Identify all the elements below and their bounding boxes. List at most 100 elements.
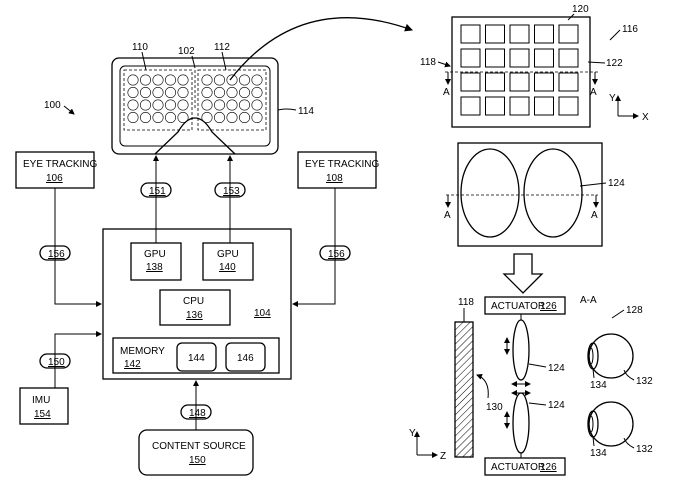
axis-z-label-bottom: Z [440, 451, 446, 462]
pixel-dot [165, 74, 177, 86]
eye-bottom [587, 401, 634, 447]
ref-134-top: 134 [590, 380, 607, 391]
leader-132-top [623, 369, 635, 381]
pixel-dot [152, 87, 164, 99]
pixel-dot [140, 112, 152, 124]
pixel-dot [177, 74, 189, 86]
leader-112 [221, 51, 227, 71]
section-aa-label: A-A [580, 295, 597, 306]
lens-right [523, 148, 583, 238]
ref-118-side: 118 [458, 297, 474, 308]
side-lens-bottom [512, 392, 530, 454]
actuator-bottom-label: ACTUATOR [491, 462, 545, 473]
processor-box [102, 228, 292, 380]
gpu-right-label: GPU [217, 249, 239, 260]
pixel-dot [239, 87, 251, 99]
eye-tracking-right-box: EYE TRACKING 108 [297, 151, 379, 189]
leader-128 [611, 309, 625, 319]
pixel-dot [214, 112, 226, 124]
pixel-dot [201, 112, 213, 124]
ref-124-lenses: 124 [608, 178, 625, 189]
nose-cutout [154, 117, 236, 155]
link-156-right-label: 156 [328, 249, 345, 260]
ref-122: 122 [606, 58, 623, 69]
pixel-dot [177, 87, 189, 99]
display-panel-section [454, 321, 474, 458]
ref-118: 118 [420, 57, 436, 68]
ref-130: 130 [486, 402, 503, 413]
leader-110 [141, 51, 147, 71]
pixel-dot [152, 99, 164, 111]
ref-124-side-bottom: 124 [548, 400, 565, 411]
pixel-dot [127, 74, 139, 86]
pixel-dot [214, 87, 226, 99]
pixel-dot [127, 87, 139, 99]
axis-x-label-top: X [642, 112, 649, 123]
pixel-dot [201, 87, 213, 99]
cpu-ref: 136 [186, 310, 203, 321]
pixel-dot [165, 112, 177, 124]
eye-tracking-right-ref: 108 [326, 173, 343, 184]
gpu-left-box: GPU 138 [130, 242, 182, 281]
lens-array-cell [460, 72, 481, 92]
memory-block-146-ref: 146 [237, 353, 254, 364]
leader-124-side-bottom [528, 402, 547, 406]
memory-box: MEMORY 142 144 146 [112, 337, 280, 374]
imu-ref: 154 [34, 409, 51, 420]
lens-array-cell [534, 24, 554, 44]
leader-102 [191, 55, 196, 69]
pixel-dot [226, 112, 238, 124]
lens-array-cell [485, 48, 505, 68]
leader-134-bottom [592, 436, 595, 447]
left-pixel-grid [127, 74, 189, 124]
leader-124-lenses [579, 182, 607, 187]
lens-array-cell [485, 72, 505, 92]
cpu-label: CPU [183, 296, 204, 307]
actuator-bottom-ref: 126 [540, 462, 557, 473]
lenses-section-a-right: A [591, 210, 598, 221]
right-pixel-grid [201, 74, 263, 124]
side-lens-top [512, 319, 530, 381]
display-assembly [111, 57, 279, 155]
lens-array-cell [460, 24, 481, 44]
lens-array-cell [534, 72, 554, 92]
ref-110: 110 [132, 42, 148, 53]
actuator-bottom-box: ACTUATOR 126 [484, 457, 566, 476]
lens-array-cell [558, 24, 579, 44]
down-block-arrow [502, 253, 544, 294]
imu-box: IMU 154 [19, 387, 69, 425]
left-display-panel [123, 69, 193, 131]
lens-array-cell [485, 96, 505, 116]
pixel-dot [152, 74, 164, 86]
zoom-arrow [229, 17, 413, 81]
axis-y-label-bottom: Y [409, 428, 416, 439]
lens-array-cells [460, 24, 579, 116]
lens-array-cell [485, 24, 505, 44]
link-151-label: 151 [149, 186, 166, 197]
lens-array-cell [509, 96, 530, 116]
pixel-dot [177, 99, 189, 111]
actuator-top-label: ACTUATOR [491, 301, 545, 312]
ref-116: 116 [622, 24, 638, 35]
pixel-dot [226, 74, 238, 86]
section-a-right: A [590, 87, 597, 98]
eye-tracking-left-box: EYE TRACKING 106 [15, 151, 97, 189]
connector-eye-right [292, 188, 336, 307]
leader-100 [63, 105, 75, 115]
leader-114 [277, 108, 297, 111]
lens-array-cell [460, 48, 481, 68]
pixel-dot [177, 112, 189, 124]
pixel-dot [152, 112, 164, 124]
content-source-ref: 150 [189, 455, 206, 466]
memory-block-144 [176, 342, 217, 372]
memory-ref: 142 [124, 359, 141, 370]
leader-116 [609, 29, 621, 41]
pixel-dot [214, 99, 226, 111]
eye-tracking-right-label: EYE TRACKING [305, 159, 379, 170]
ref-114: 114 [298, 106, 314, 117]
pixel-dot [251, 87, 263, 99]
pixel-dot [239, 99, 251, 111]
axis-y-label-top: Y [609, 93, 616, 104]
ref-100: 100 [44, 100, 61, 111]
